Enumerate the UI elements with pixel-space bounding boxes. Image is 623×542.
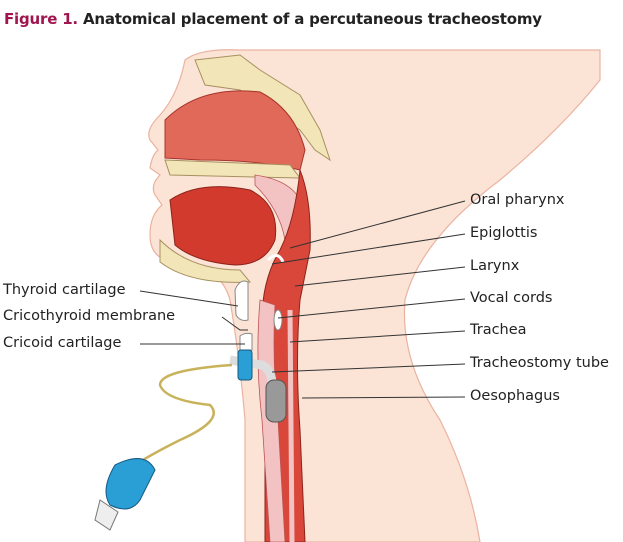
tongue [169, 186, 277, 266]
label-thyroid-cartilage: Thyroid cartilage [3, 282, 126, 298]
vocal-cords [273, 309, 283, 331]
label-cricoid-cartilage: Cricoid cartilage [3, 335, 122, 351]
tube-cuff [265, 379, 287, 423]
oesophagus [287, 309, 295, 542]
lower-jaw [159, 238, 252, 283]
label-trachea: Trachea [470, 322, 527, 338]
figure-number: Figure 1. [4, 10, 78, 28]
nasal-cavity [164, 90, 306, 171]
pilot-balloon [105, 458, 156, 510]
pilot-tube [134, 363, 233, 467]
figure-caption: Anatomical placement of a percutaneous t… [82, 10, 542, 28]
epiglottis [266, 254, 285, 263]
label-oral-pharynx: Oral pharynx [470, 192, 565, 208]
label-cricothyroid-membrane: Cricothyroid membrane [3, 308, 176, 324]
tube-flange [237, 349, 253, 381]
label-epiglottis: Epiglottis [470, 225, 538, 241]
label-tracheostomy-tube: Tracheostomy tube [470, 355, 609, 371]
label-oesophagus: Oesophagus [470, 388, 560, 404]
figure-title: Figure 1. Anatomical placement of a perc… [4, 10, 542, 28]
thyroid-cartilage [234, 280, 249, 321]
cricoid-cartilage [239, 332, 253, 351]
pilot-valve [94, 499, 119, 531]
skull-bone [194, 54, 331, 162]
leader-lines [139, 200, 466, 399]
label-larynx: Larynx [470, 258, 520, 274]
label-vocal-cords: Vocal cords [470, 290, 553, 306]
